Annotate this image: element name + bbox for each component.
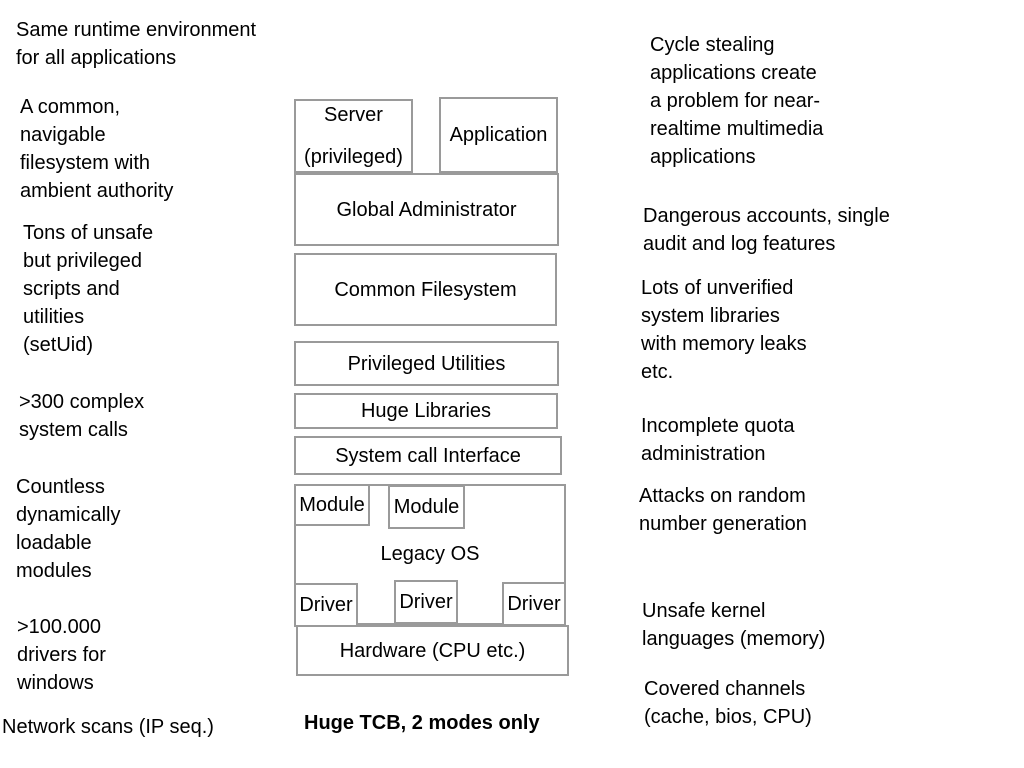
right-note-cycle-stealing: Cycle stealing applications create a pro… xyxy=(650,34,824,168)
hardware-label: Hardware (CPU etc.) xyxy=(339,639,526,662)
driver-box-2: Driver xyxy=(394,580,458,624)
left-note-network-scans: Network scans (IP seq.) xyxy=(2,716,214,738)
module-box-2: Module xyxy=(388,485,465,529)
global-administrator-label: Global Administrator xyxy=(336,198,517,221)
common-filesystem-box: Common Filesystem xyxy=(294,253,557,326)
right-note-kernel-languages: Unsafe kernel languages (memory) xyxy=(642,600,826,650)
left-note-modules: Countless dynamically loadable modules xyxy=(16,476,121,582)
legacy-os-label: Legacy OS xyxy=(380,543,480,565)
left-note-system-calls: >300 complex system calls xyxy=(19,391,145,441)
driver-label-3: Driver xyxy=(507,593,561,615)
common-filesystem-label: Common Filesystem xyxy=(334,278,517,301)
application-box: Application xyxy=(439,97,558,173)
privileged-utilities-label: Privileged Utilities xyxy=(347,352,506,375)
server-label: Server (privileged) xyxy=(304,104,403,168)
module-box-1: Module xyxy=(294,484,370,526)
driver-label-2: Driver xyxy=(399,591,453,613)
right-note-quota: Incomplete quota administration xyxy=(641,415,795,465)
right-note-covered-channels: Covered channels (cache, bios, CPU) xyxy=(644,678,812,728)
driver-box-1: Driver xyxy=(294,583,358,627)
diagram-caption: Huge TCB, 2 modes only xyxy=(304,712,540,734)
driver-box-3: Driver xyxy=(502,582,566,626)
left-note-setuid-scripts: Tons of unsafe but privileged scripts an… xyxy=(23,222,154,356)
module-label-1: Module xyxy=(299,494,365,516)
right-note-accounts-audit: Dangerous accounts, single audit and log… xyxy=(643,205,890,255)
privileged-utilities-box: Privileged Utilities xyxy=(294,341,559,386)
system-call-interface-box: System call Interface xyxy=(294,436,562,475)
system-call-interface-label: System call Interface xyxy=(335,444,521,467)
global-administrator-box: Global Administrator xyxy=(294,173,559,246)
right-note-random-number: Attacks on random number generation xyxy=(639,485,807,535)
left-note-drivers: >100.000 drivers for windows xyxy=(17,616,106,694)
module-label-2: Module xyxy=(393,496,460,518)
huge-libraries-box: Huge Libraries xyxy=(294,393,558,429)
hardware-box: Hardware (CPU etc.) xyxy=(296,625,569,676)
huge-libraries-label: Huge Libraries xyxy=(360,400,492,422)
left-note-runtime: Same runtime environment for all applica… xyxy=(16,19,257,69)
left-note-filesystem: A common, navigable filesystem with ambi… xyxy=(20,96,174,202)
server-box: Server (privileged) xyxy=(294,99,413,173)
right-note-system-libraries: Lots of unverified system libraries with… xyxy=(641,277,807,383)
application-label: Application xyxy=(449,124,548,146)
driver-label-1: Driver xyxy=(299,594,353,616)
